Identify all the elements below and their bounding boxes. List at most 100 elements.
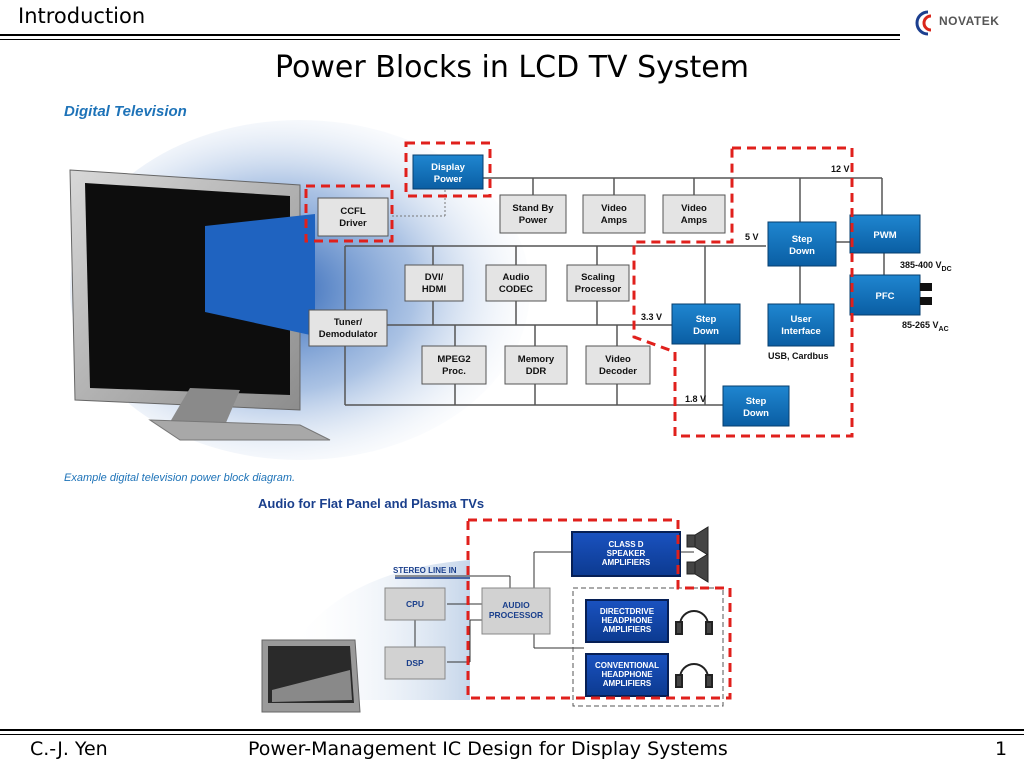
- lcd-monitor-icon: [69, 169, 331, 441]
- stereo-line-in-label: STEREO LINE IN: [393, 566, 457, 575]
- svg-text:Tuner/: Tuner/: [334, 317, 363, 328]
- svg-text:Down: Down: [789, 246, 815, 257]
- svg-text:User: User: [790, 314, 811, 325]
- svg-text:Video: Video: [601, 203, 627, 214]
- svg-text:Processor: Processor: [575, 284, 622, 295]
- svg-text:HEADPHONE: HEADPHONE: [601, 616, 653, 625]
- label-usb: USB, Cardbus: [768, 351, 829, 361]
- svg-text:SPEAKER: SPEAKER: [607, 549, 646, 558]
- diagram2-heading: Audio for Flat Panel and Plasma TVs: [258, 496, 484, 511]
- headphone-icon: [675, 610, 713, 688]
- dsp-block: DSP: [384, 646, 446, 680]
- svg-text:CCFL: CCFL: [340, 206, 366, 217]
- svg-text:Video: Video: [605, 354, 631, 365]
- svg-text:DIRECTDRIVE: DIRECTDRIVE: [600, 607, 655, 616]
- logo-text: NOVATEK: [939, 14, 1000, 28]
- svg-text:Power: Power: [519, 215, 548, 226]
- svg-text:PFC: PFC: [876, 291, 895, 302]
- svg-text:AMPLIFIERS: AMPLIFIERS: [602, 558, 651, 567]
- svg-text:Video: Video: [681, 203, 707, 214]
- svg-text:Demodulator: Demodulator: [319, 329, 378, 340]
- svg-text:HDMI: HDMI: [422, 284, 446, 295]
- page-number: 1: [995, 738, 1008, 760]
- svg-text:AMPLIFIERS: AMPLIFIERS: [603, 625, 652, 634]
- label-12v: 12 V: [831, 164, 850, 174]
- svg-text:AUDIO: AUDIO: [502, 600, 530, 610]
- svg-text:Step: Step: [746, 396, 767, 407]
- svg-text:Stand By: Stand By: [512, 203, 554, 214]
- footer-course: Power-Management IC Design for Display S…: [248, 738, 728, 760]
- ac-plug-icon: [920, 283, 932, 305]
- section-title: Introduction: [18, 4, 146, 28]
- slide-title: Power Blocks in LCD TV System: [275, 50, 749, 85]
- svg-text:DDR: DDR: [526, 366, 547, 377]
- svg-text:PROCESSOR: PROCESSOR: [489, 610, 543, 620]
- highlight-outlines: [304, 141, 854, 438]
- dvi-hdmi-block: DVI/HDMI: [404, 264, 464, 302]
- svg-text:Amps: Amps: [681, 215, 707, 226]
- svg-text:Display: Display: [431, 162, 466, 173]
- svg-text:CPU: CPU: [406, 599, 424, 609]
- svg-text:DVI/: DVI/: [425, 272, 444, 283]
- svg-text:HEADPHONE: HEADPHONE: [601, 670, 653, 679]
- svg-text:Proc.: Proc.: [442, 366, 466, 377]
- svg-text:Power: Power: [434, 174, 463, 185]
- svg-text:Audio: Audio: [503, 272, 530, 283]
- pfc-block: PFC: [849, 274, 921, 316]
- diagram1-heading: Digital Television: [64, 103, 187, 120]
- headphone-group-box: [572, 587, 724, 707]
- pwm-block: PWM: [849, 214, 921, 254]
- label-3v3: 3.3 V: [641, 312, 662, 322]
- svg-text:Scaling: Scaling: [581, 272, 615, 283]
- tuner-demodulator-block: Tuner/Demodulator: [308, 309, 388, 347]
- svg-text:Step: Step: [792, 234, 813, 245]
- svg-text:DSP: DSP: [406, 658, 424, 668]
- audio-connections: [395, 551, 694, 663]
- footer-author: C.-J. Yen: [30, 738, 108, 760]
- footer-rule-thin: [0, 734, 1024, 735]
- diagram1-caption: Example digital television power block d…: [64, 472, 295, 484]
- novatek-logo: [910, 8, 1020, 38]
- label-5v: 5 V: [745, 232, 759, 242]
- svg-text:Amps: Amps: [601, 215, 627, 226]
- digital-tv-diagram: Digital Television: [64, 103, 952, 484]
- cpu-block: CPU: [384, 587, 446, 621]
- svg-text:Interface: Interface: [781, 326, 821, 337]
- svg-text:CLASS D: CLASS D: [608, 540, 643, 549]
- highlight-display-power: [404, 141, 492, 198]
- svg-text:CONVENTIONAL: CONVENTIONAL: [595, 661, 659, 670]
- plasma-tv-icon: [261, 639, 361, 713]
- label-vac: 85-265 VAC: [902, 320, 949, 333]
- svg-text:CODEC: CODEC: [499, 284, 533, 295]
- label-1v8: 1.8 V: [685, 394, 706, 404]
- svg-text:Step: Step: [696, 314, 717, 325]
- label-vdc: 385-400 VDC: [900, 260, 952, 273]
- header-rule: [0, 34, 900, 36]
- svg-text:Driver: Driver: [339, 218, 367, 229]
- svg-text:AMPLIFIERS: AMPLIFIERS: [603, 679, 652, 688]
- highlight-audio: [466, 518, 732, 700]
- svg-text:Memory: Memory: [518, 354, 555, 365]
- header-rule-thin: [0, 39, 900, 40]
- svg-text:Down: Down: [743, 408, 769, 419]
- svg-text:PWM: PWM: [873, 230, 896, 241]
- svg-text:Decoder: Decoder: [599, 366, 637, 377]
- audio-diagram: Audio for Flat Panel and Plasma TVs STER…: [258, 496, 732, 713]
- footer-rule: [0, 729, 1024, 731]
